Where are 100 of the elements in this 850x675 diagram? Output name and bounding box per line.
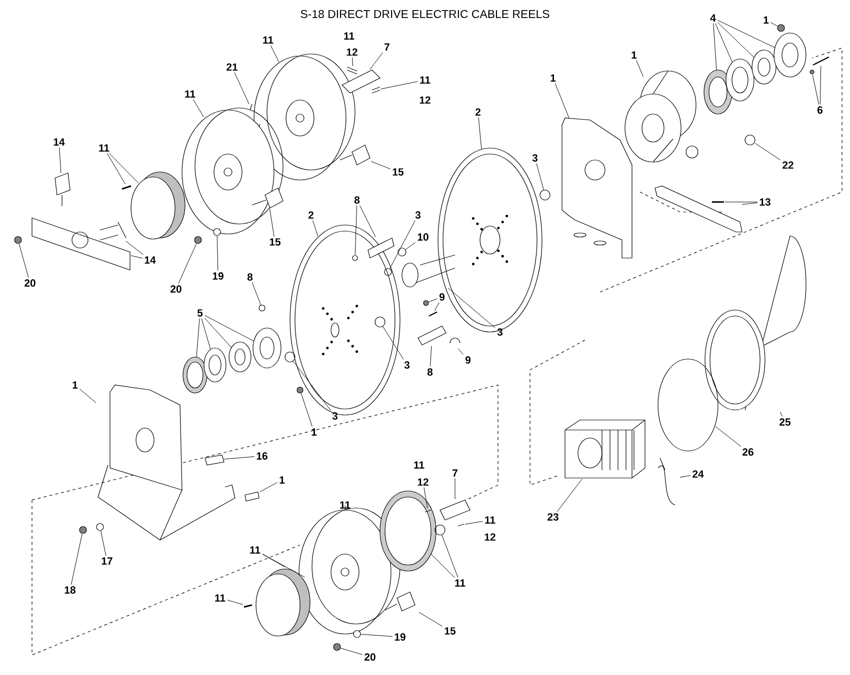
leader-line: [536, 163, 544, 190]
leader-line: [354, 205, 358, 256]
callout-number: 11: [185, 90, 196, 98]
leader-line: [454, 478, 456, 500]
callout-number: 3: [404, 361, 410, 369]
plug: [744, 134, 756, 146]
leader-line: [100, 530, 106, 556]
leader-line: [270, 45, 280, 62]
leader-line: [717, 22, 754, 58]
callout-number: 19: [394, 633, 406, 641]
callout-number: 25: [780, 418, 791, 426]
callout-number: 21: [226, 63, 238, 71]
leader-line: [300, 393, 312, 427]
leader-line: [312, 220, 318, 236]
callout-number: 3: [532, 154, 538, 162]
pin: [372, 86, 380, 94]
screw: [122, 185, 132, 190]
stud: [340, 144, 370, 166]
leader-line: [262, 554, 286, 568]
nut: [296, 386, 304, 394]
seal-ring: [204, 348, 226, 382]
stud: [384, 592, 416, 612]
callout-number: 13: [760, 198, 770, 206]
leader-line: [812, 74, 820, 105]
callout-number: 18: [64, 586, 76, 594]
callout-number: 15: [392, 168, 404, 176]
leader-line: [405, 242, 416, 250]
leader-line: [270, 208, 274, 237]
leader-line: [59, 147, 62, 174]
callout-number: 15: [270, 238, 281, 246]
leader-line: [680, 475, 691, 478]
callout-number: 4: [710, 14, 716, 22]
leader-line: [260, 482, 278, 492]
seal-ring: [380, 490, 436, 572]
callout-number: 8: [427, 368, 433, 376]
leader-line: [636, 60, 644, 77]
title: S-18 DIRECT DRIVE ELECTRIC CABLE REELS: [300, 10, 550, 18]
callout-number: 12: [418, 478, 428, 486]
leader-line: [434, 302, 440, 312]
pin: [418, 326, 446, 346]
nut: [333, 643, 341, 651]
callout-number: 20: [170, 285, 182, 293]
callout-number: 3: [332, 412, 338, 420]
leader-line: [106, 153, 126, 184]
leader-line: [204, 315, 254, 342]
nut: [14, 236, 22, 244]
bearing: [752, 50, 776, 84]
callout-number: 6: [817, 106, 823, 114]
leader-line: [464, 521, 483, 525]
leader-line: [216, 236, 218, 271]
base-bracket: [98, 384, 236, 540]
callout-number: 11: [344, 32, 354, 40]
leader-line: [428, 298, 438, 302]
clip: [450, 338, 460, 344]
callout-number: 8: [247, 273, 253, 281]
callout-number: 3: [497, 328, 503, 336]
leader-line: [130, 255, 143, 258]
callout-number: 11: [455, 579, 466, 587]
callout-number: 8: [354, 196, 360, 204]
leader-line: [554, 83, 570, 118]
callout-number: 11: [99, 144, 110, 152]
washer: [353, 630, 361, 638]
leader-line: [234, 72, 250, 104]
leader-line: [109, 153, 139, 184]
leader-line: [448, 288, 496, 328]
leader-line: [458, 348, 464, 355]
callout-number: 1: [632, 51, 637, 59]
callout-number: 12: [346, 48, 358, 56]
callout-number: 1: [280, 476, 285, 484]
callout-number: 24: [692, 470, 704, 478]
retaining-ring: [434, 524, 446, 536]
leader-line: [192, 99, 204, 118]
mounting-bracket: [32, 218, 130, 270]
nut: [423, 300, 429, 306]
leader-line: [780, 412, 783, 417]
pin: [458, 524, 464, 526]
leader-line: [754, 143, 781, 160]
end-cover: [130, 172, 186, 240]
screw: [258, 304, 266, 312]
leader-line: [252, 282, 262, 306]
shaft: [440, 500, 470, 520]
leader-line: [717, 20, 776, 48]
callout-number: 11: [414, 461, 424, 469]
gasket: [182, 356, 208, 394]
bearing-flange: [252, 328, 282, 368]
leader-line: [344, 505, 346, 511]
bearing: [228, 342, 252, 372]
leader-line: [380, 81, 418, 90]
leader-line: [227, 600, 244, 605]
junction-box: [624, 70, 698, 162]
leader-line: [196, 318, 200, 358]
callout-number: 7: [452, 469, 458, 477]
bracket-pin: [100, 222, 126, 240]
motor-housing: [298, 508, 400, 634]
leader-line: [18, 244, 29, 278]
leader-line: [70, 534, 82, 585]
callout-number: 12: [484, 533, 496, 541]
ground-wire: [658, 458, 676, 506]
collector-ring-assembly: [564, 420, 646, 478]
callout-number: 11: [250, 546, 260, 554]
